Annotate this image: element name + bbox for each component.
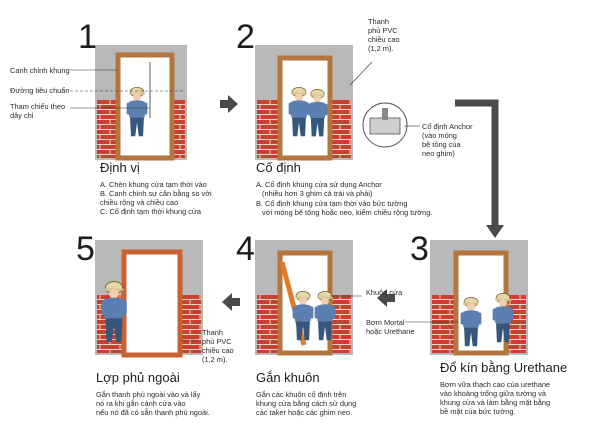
- callout-cover-3: chiều cao: [202, 346, 234, 355]
- callout-align-frame: Canh chỉnh khung: [10, 66, 70, 75]
- callout-pvc-1: Thanh: [368, 17, 389, 26]
- callout-pvc-3: chiều cao: [368, 35, 400, 44]
- step-1-title: Định vị: [100, 160, 140, 175]
- step-4-line-1: Gắn các khuôn cố định trên: [256, 390, 347, 399]
- arrow-3-to-4: [377, 289, 395, 307]
- panel-1-illustration: [70, 45, 187, 161]
- callout-mortar-1: Bơm Mortal: [366, 318, 405, 327]
- arrow-1-to-2: [220, 95, 238, 113]
- step-3-line-2: vào khoảng trống giữa tường và: [440, 389, 546, 398]
- step-5-title: Lợp phủ ngoài: [96, 370, 180, 385]
- callout-pvc-2: phủ PVC: [368, 26, 398, 35]
- arrow-2-to-3-line: [455, 99, 499, 225]
- step-3-line-3: khung cửa và làm bằng mặt bằng: [440, 398, 551, 407]
- callout-anchor-3: bê tông của: [422, 140, 461, 149]
- step-1-line-3: chiều rộng và chiều cao: [100, 198, 179, 207]
- step-2-number: 2: [236, 18, 255, 56]
- flow-arrows: [220, 95, 504, 311]
- callout-anchor-4: neo ghim): [422, 149, 455, 158]
- panel-5-illustration: [95, 240, 203, 358]
- callout-door-frame: Khuôn cửa: [366, 288, 403, 297]
- step-1-line-1: A. Chèn khung cửa tạm thời vào: [100, 180, 207, 189]
- step-2-title: Cố định: [256, 160, 301, 175]
- step-2-line-1: A. Cố định khung cửa sử dụng Anchor: [256, 180, 382, 189]
- step-2-line-3: B. Cố định khung cửa tạm thời vào bức tư…: [256, 199, 408, 208]
- step-5-line-1: Gắn thanh phủ ngoài vào và lấy: [96, 390, 201, 399]
- step-3-line-1: Bơm vữa thạch cao của urethane: [440, 380, 551, 389]
- callout-standard-line: Đường tiêu chuẩn: [10, 86, 70, 95]
- step-5-line-3: nếu nó đã có sẵn thanh phủ ngoài.: [96, 408, 210, 417]
- callout-cover-2: phủ PVC: [202, 337, 232, 346]
- panel-3-illustration: [405, 240, 528, 356]
- step-3-line-4: bề mặt của bức tường.: [440, 407, 516, 416]
- panel-2-illustration: [255, 45, 420, 161]
- step-5-number: 5: [76, 230, 95, 268]
- callout-reference-1: Tham chiếu theo: [10, 102, 66, 111]
- callout-mortar-2: hoặc Urethane: [366, 327, 415, 336]
- step-4-line-3: các taker hoặc các ghim neo.: [256, 408, 353, 417]
- arrow-2-to-3-head: [486, 225, 504, 238]
- callout-cover-4: (1,2 m).: [202, 355, 228, 364]
- step-1-number: 1: [78, 18, 97, 56]
- arrow-4-to-5: [222, 293, 240, 311]
- step-1-line-4: C. Cố định tạm thời khung cửa: [100, 207, 201, 216]
- step-2-line-4: với móng bê tông hoặc neo, kiểm chiều rộ…: [262, 208, 433, 217]
- step-3-title: Đổ kín bằng Urethane: [440, 360, 568, 375]
- panel-4-illustration: [255, 240, 362, 356]
- callout-cover-1: Thanh: [202, 328, 223, 337]
- step-4-line-2: khung cửa bằng cách sử dụng: [256, 399, 357, 408]
- step-1-line-2: B. Canh chỉnh sự cân bằng so với: [100, 189, 212, 198]
- step-4-title: Gắn khuôn: [256, 370, 320, 385]
- step-2-line-2: (nhiều hơn 3 ghim cả trái và phải): [262, 189, 373, 198]
- callout-pvc-4: (1,2 m).: [368, 44, 394, 53]
- callout-anchor-2: (vào móng: [422, 131, 457, 140]
- step-5-line-2: nó ra khi gắn cánh cửa vào: [96, 399, 186, 408]
- callout-reference-2: dây chỉ: [10, 111, 34, 120]
- step-3-number: 3: [410, 230, 429, 268]
- step-4-number: 4: [236, 230, 255, 268]
- callout-anchor-1: Cố định Anchor: [422, 122, 473, 131]
